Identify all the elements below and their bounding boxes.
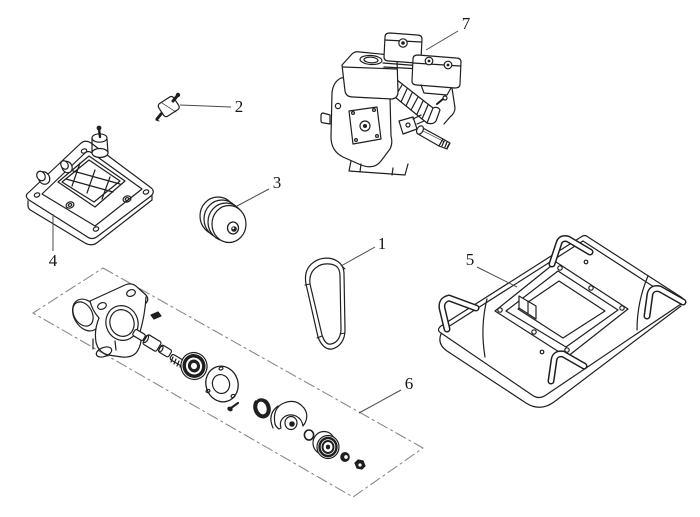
leader-line-7 — [425, 30, 459, 51]
leader-line-6 — [358, 389, 402, 414]
callout-label-4: 4 — [49, 251, 58, 270]
leader-line-1 — [340, 246, 376, 267]
baseplate-drawing — [437, 234, 687, 408]
callout-7: 7 — [425, 14, 471, 51]
cover-flange-drawing — [205, 365, 239, 403]
assembly-boundary-dashed-box — [32, 267, 424, 498]
leader-line-3 — [236, 188, 270, 207]
console-plate-drawing — [25, 125, 154, 246]
bearing-housing-drawing — [71, 283, 149, 358]
callout-1: 1 — [340, 234, 387, 267]
callout-label-5: 5 — [466, 250, 475, 269]
callout-label-7: 7 — [462, 14, 471, 33]
leader-line-5 — [476, 266, 518, 288]
callout-5: 5 — [466, 250, 518, 288]
seal-ring-drawing — [253, 397, 271, 419]
callout-4: 4 — [49, 214, 58, 270]
callout-2: 2 — [179, 97, 244, 116]
washer-drawing — [340, 452, 350, 463]
ball-bearing-drawing — [180, 351, 208, 381]
fin-guide-top — [396, 79, 434, 109]
callouts: 1 2 3 4 5 6 7 — [49, 14, 518, 414]
callout-label-6: 6 — [405, 374, 414, 393]
leader-line-2 — [179, 104, 232, 108]
callout-6: 6 — [358, 374, 414, 414]
callout-label-3: 3 — [273, 173, 282, 192]
callout-label-2: 2 — [235, 97, 244, 116]
shaft-key-drawing — [150, 311, 162, 320]
callout-3: 3 — [236, 173, 282, 207]
exciter-pulley-drawing — [312, 430, 340, 460]
rubber-buffer-drawing — [155, 92, 181, 122]
belt-pulley-drawing — [199, 196, 247, 244]
retaining-ring-drawing — [303, 429, 315, 441]
left-wing-fold — [482, 298, 488, 358]
screw-drawing — [227, 401, 240, 412]
exciter-shaft-drawing — [132, 329, 185, 368]
engine-drawing — [320, 32, 462, 176]
callout-label-1: 1 — [378, 234, 387, 253]
fin-guide-bottom — [389, 92, 428, 124]
v-belt-drawing — [304, 257, 346, 350]
nut-drawing — [354, 459, 366, 470]
eccentric-weight-drawing — [270, 400, 308, 431]
line-art — [25, 32, 687, 498]
right-wing-fold — [636, 275, 649, 331]
exciter-assembly-drawing — [32, 267, 424, 498]
